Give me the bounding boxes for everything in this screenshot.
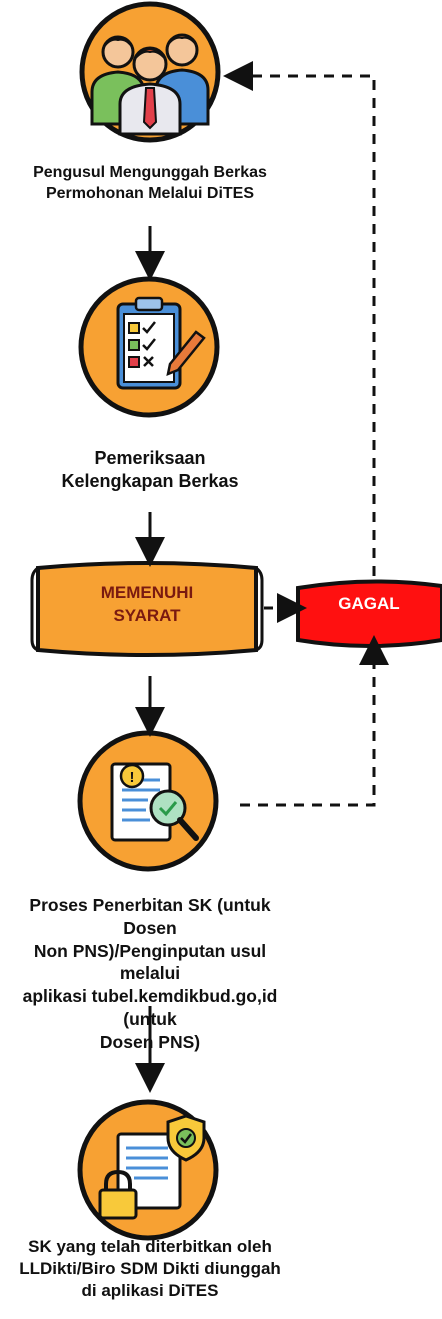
step2-label-line: Kelengkapan Berkas — [61, 471, 239, 492]
step3-label: Proses Penerbitan SK (untuk Dosen Non PN… — [2, 894, 298, 1053]
step3-label-line: Proses Penerbitan SK (untuk Dosen — [29, 895, 271, 938]
dashed-arrow-gagal-to-step1 — [223, 61, 376, 576]
step1-label: Pengusul Mengunggah Berkas Permohonan Me… — [0, 163, 300, 205]
clipboard-checklist-icon — [78, 276, 220, 418]
step3-label-line: aplikasi tubel.kemdikbud.go,id (untuk — [22, 986, 278, 1029]
step4-label-line: SK yang telah diterbitkan oleh — [28, 1237, 272, 1256]
step3-label-line: Dosen PNS) — [99, 1031, 201, 1052]
memenuhi-syarat-box — [30, 561, 264, 657]
step1-label-line: Pengusul Mengunggah Berkas — [33, 164, 267, 181]
dashed-arrow-step3-to-gagal — [240, 635, 389, 807]
step4-label-line: LLDikti/Biro SDM Dikti diunggah — [19, 1259, 281, 1279]
memenuhi-line: MEMENUHI — [100, 583, 194, 602]
secured-document-icon — [77, 1099, 219, 1241]
step2-label-line: Pemeriksaan — [94, 448, 206, 468]
step4-label: SK yang telah diterbitkan oleh LLDikti/B… — [0, 1236, 300, 1302]
step1-label-line: Permohonan Melalui DiTES — [45, 184, 255, 202]
svg-text:!: ! — [130, 769, 135, 786]
gagal-box — [296, 579, 442, 648]
syarat-line: SYARAT — [113, 605, 181, 625]
memenuhi-syarat-text: MEMENUHI SYARAT — [52, 582, 242, 628]
document-review-icon: ! — [77, 730, 219, 872]
gagal-text: GAGAL — [338, 594, 400, 613]
step3-label-line: Non PNS)/Penginputan usul melalui — [33, 940, 267, 984]
step4-label-line: di aplikasi DiTES — [81, 1281, 219, 1301]
step2-label: Pemeriksaan Kelengkapan Berkas — [0, 447, 300, 494]
people-group-icon — [79, 1, 221, 143]
